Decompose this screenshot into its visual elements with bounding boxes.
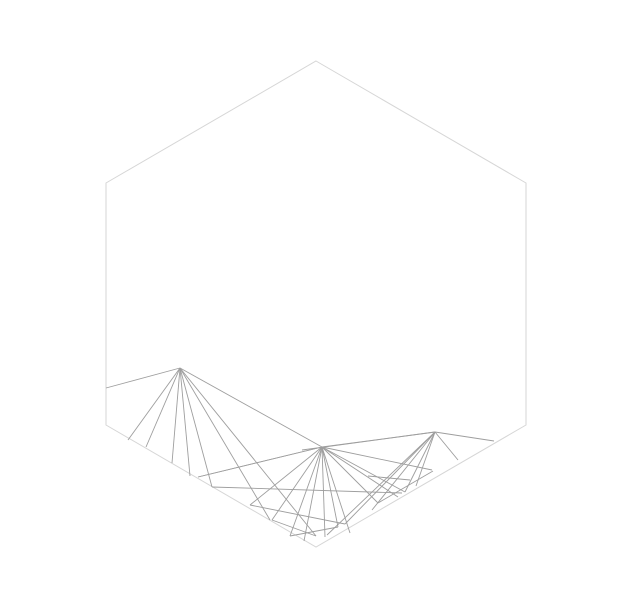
mesh-line-15 [303,446,323,542]
mesh-line-33 [289,526,339,537]
mesh-line-6 [171,367,181,464]
mesh-line-25 [371,431,436,511]
mesh-line-1 [179,367,323,448]
mesh-line-24 [404,431,436,493]
mesh-line-0 [105,367,181,389]
mesh-line-23 [415,431,436,487]
mesh-line-21 [321,446,433,471]
mesh-line-18 [321,446,351,534]
mesh-line-28 [301,431,436,451]
mesh-line-17 [321,446,339,528]
mesh-line-31 [249,504,346,525]
mesh-line-29 [211,486,403,494]
mesh-line-4 [127,367,181,441]
mesh-line-35 [321,446,399,498]
mesh-line-19 [321,446,379,504]
mesh-line-5 [145,367,181,448]
mesh-line-30 [197,446,323,478]
mesh-line-10 [179,367,317,537]
mesh-line-12 [249,446,323,506]
mesh-line-34 [367,475,411,481]
mesh-line-9 [179,367,271,521]
hexagon-outline [105,60,527,548]
mesh-line-8 [179,367,213,488]
mesh-line-7 [179,367,191,477]
mesh-line-36 [377,470,434,504]
mesh-line-14 [289,446,323,537]
mesh-line-20 [321,446,406,493]
mesh-line-22 [434,431,459,461]
mesh-line-32 [271,519,317,537]
mesh-lines [105,367,495,542]
mesh-line-16 [321,446,326,538]
mesh-line-13 [271,446,323,521]
mesh-line-3 [434,431,495,442]
mesh-line-27 [326,431,436,536]
